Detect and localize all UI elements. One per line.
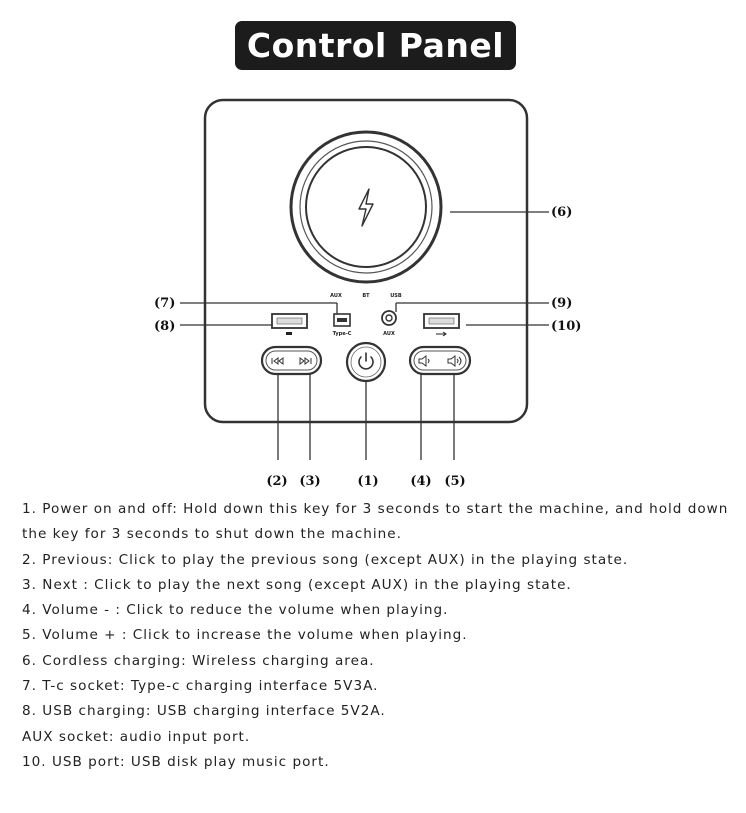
callout-3: (3) [299, 474, 320, 489]
callout-5: (5) [444, 474, 465, 489]
lightning-bolt-icon [358, 188, 374, 227]
callout-4: (4) [410, 474, 431, 489]
description-item-previous: 2. Previous: Click to play the previous … [22, 551, 629, 568]
description-item-next: 3. Next : Click to play the next song (e… [22, 576, 572, 593]
description-item-wireless-charging: 6. Cordless charging: Wireless charging … [22, 652, 375, 669]
power-icon [358, 352, 374, 370]
description-item-usb-port: 10. USB port: USB disk play music port. [22, 753, 330, 770]
volume-up-icon [447, 355, 462, 367]
wireless-charging-pad [289, 130, 443, 284]
description-item-power: 1. Power on and off: Hold down this key … [22, 501, 729, 543]
function-description-list: 1. Power on and off: Hold down this key … [22, 497, 732, 775]
callout-2: (2) [266, 474, 287, 489]
description-item-usb-charging: 8. USB charging: USB charging interface … [22, 703, 386, 720]
bt-indicator-label: BT [362, 293, 370, 299]
description-item-volume-up: 5. Volume + : Click to increase the volu… [22, 627, 468, 644]
previous-icon [271, 357, 284, 365]
callout-6: (6) [551, 205, 572, 220]
aux-jack[interactable]: AUX [381, 310, 397, 337]
power-button[interactable] [345, 341, 387, 383]
usb-indicator-label: USB [390, 293, 402, 299]
volume-button[interactable] [408, 345, 472, 376]
volume-down-icon [418, 355, 430, 367]
usb-music-port[interactable] [423, 313, 460, 337]
page-title: Control Panel [235, 21, 516, 70]
usb-icon [436, 331, 447, 337]
type-c-port[interactable]: Type-C [333, 313, 352, 337]
callout-1: (1) [357, 474, 378, 489]
next-icon [299, 357, 312, 365]
callout-9: (9) [551, 296, 572, 311]
callout-10: (10) [551, 319, 581, 334]
usb-charging-port[interactable] [271, 313, 308, 335]
description-item-aux: AUX socket: audio input port. [22, 728, 251, 745]
description-item-volume-down: 4. Volume - : Click to reduce the volume… [22, 602, 449, 619]
callout-8: (8) [154, 319, 175, 334]
aux-jack-label: AUX [383, 331, 395, 337]
battery-icon [286, 332, 292, 335]
description-item-type-c: 7. T-c socket: Type-c charging interface… [22, 678, 379, 695]
prev-next-button[interactable] [260, 345, 323, 376]
type-c-label: Type-C [333, 331, 352, 337]
leader-lines [180, 211, 549, 460]
callout-7: (7) [154, 296, 175, 311]
aux-indicator-label: AUX [330, 293, 342, 299]
